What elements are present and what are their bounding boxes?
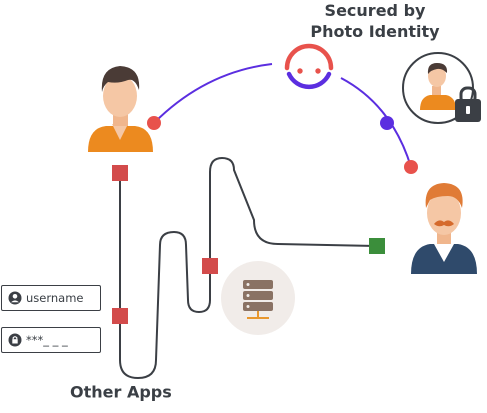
smiley-face-logo-icon	[284, 43, 334, 90]
wire-node-green	[369, 238, 385, 254]
user-circle-icon	[8, 291, 22, 305]
identity-arc-left	[153, 63, 273, 124]
title-line-2: Photo Identity	[310, 22, 440, 41]
identity-arc-right	[340, 77, 412, 168]
wire-node-server	[202, 258, 218, 274]
password-value: ***_ _ _	[26, 333, 68, 347]
arc-node-middle	[380, 116, 394, 130]
title-line-1: Secured by	[324, 1, 426, 20]
arc-node-right	[404, 160, 418, 174]
server-icon	[221, 261, 295, 335]
password-field[interactable]: ***_ _ _	[1, 327, 101, 353]
page-title: Secured by Photo Identity	[300, 0, 450, 42]
wire-node-top	[112, 165, 128, 181]
connection-wire	[119, 156, 377, 380]
male-user-avatar-icon	[88, 66, 153, 152]
other-apps-label: Other Apps	[70, 382, 172, 402]
lock-icon	[8, 333, 22, 347]
locked-profile-icon	[402, 52, 481, 124]
bearded-user-avatar-icon	[411, 183, 477, 274]
arc-node-left	[147, 116, 161, 130]
wire-node-bottom	[112, 308, 128, 324]
username-field[interactable]: username	[1, 285, 101, 311]
username-value: username	[26, 291, 84, 305]
